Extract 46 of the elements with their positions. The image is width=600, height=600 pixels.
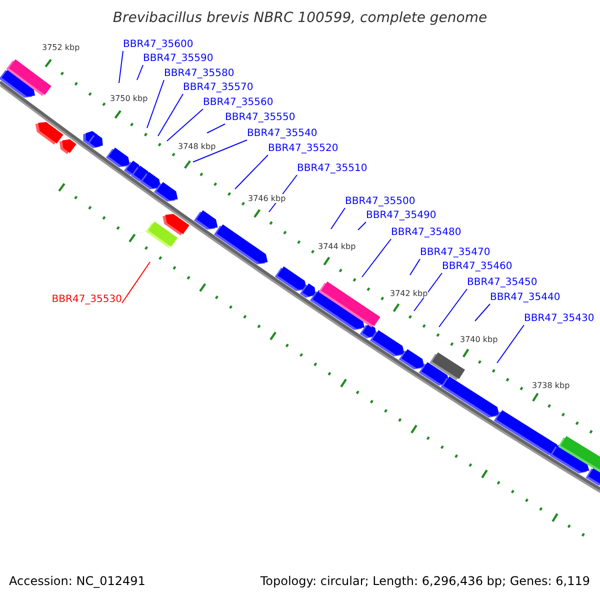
leader-line xyxy=(206,124,226,134)
gene-label: BBR47_35570 xyxy=(183,82,254,94)
title: Brevibacillus brevis NBRC 100599, complete genome xyxy=(112,9,488,27)
gene-label: BBR47_35440 xyxy=(490,292,560,304)
position-label: 3744 kbp xyxy=(318,242,356,251)
gene-label: BBR47_35580 xyxy=(164,68,234,80)
position-label: 3752 kbp xyxy=(42,43,80,52)
gene-label: BBR47_35530 xyxy=(52,294,122,306)
leader-line xyxy=(192,140,248,162)
leader-line xyxy=(362,238,392,278)
gene-label: BBR47_35460 xyxy=(442,261,512,273)
position-label: 3746 kbp xyxy=(248,194,286,203)
gene-label: BBR47_35470 xyxy=(420,247,490,259)
position-label: 3748 kbp xyxy=(178,142,216,151)
genome-info-text: Topology: circular; Length: 6,296,436 bp; Genes: 6,119 xyxy=(260,573,590,589)
position-label: 3740 kbp xyxy=(460,335,498,344)
gene-label: BBR47_35480 xyxy=(391,227,462,239)
leader-line xyxy=(410,258,420,276)
leader-line xyxy=(146,80,164,128)
leader-line xyxy=(438,288,468,328)
gene-label: BBR47_35490 xyxy=(366,210,436,222)
gene-label: BBR47_35500 xyxy=(345,196,416,208)
position-label: 3750 kbp xyxy=(110,94,148,103)
leader-line xyxy=(158,94,184,136)
position-label: 3738 kbp xyxy=(532,381,570,390)
leader-line xyxy=(330,208,346,230)
leader-line xyxy=(234,154,268,190)
leader-line xyxy=(414,272,442,312)
gene-label: BBR47_35520 xyxy=(268,143,338,155)
gene-label: BBR47_35450 xyxy=(467,277,538,289)
accession-text: Accession: NC_012491 xyxy=(9,573,146,589)
leader-line xyxy=(496,324,524,364)
leader-line xyxy=(166,108,204,142)
gene-label: BBR47_35590 xyxy=(143,53,214,65)
leader-line xyxy=(474,304,490,322)
leader-line xyxy=(118,50,124,84)
leader-line xyxy=(136,64,144,80)
gene-label: BBR47_35430 xyxy=(524,313,594,325)
gene-label: BBR47_35560 xyxy=(203,97,274,109)
gene-label: BBR47_35510 xyxy=(297,163,368,175)
gene-label: BBR47_35540 xyxy=(247,128,318,140)
leader-line xyxy=(122,262,150,304)
gene-label: BBR47_35600 xyxy=(123,39,194,51)
leader-line xyxy=(358,222,366,230)
position-label: 3742 kbp xyxy=(390,289,428,298)
gene-label: BBR47_35550 xyxy=(225,112,296,124)
